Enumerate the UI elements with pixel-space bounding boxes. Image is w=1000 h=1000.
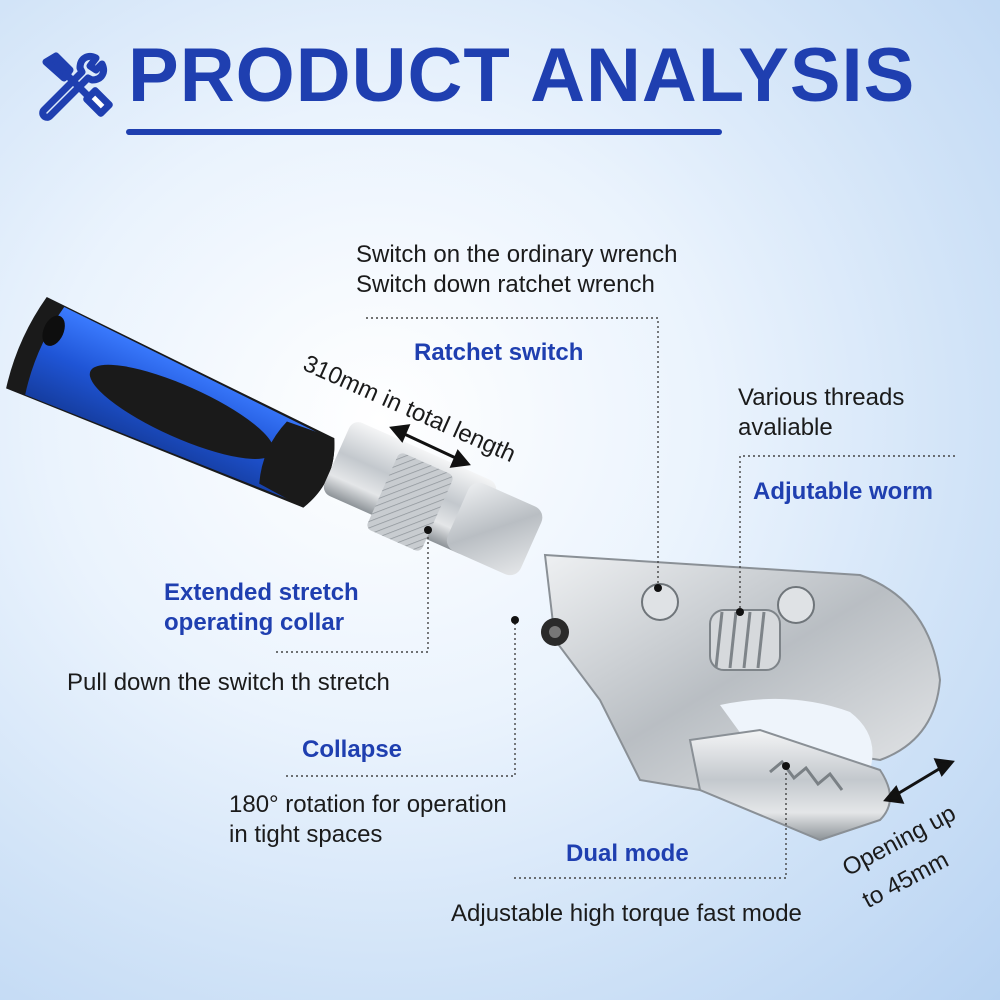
collar-label-1: Extended stretch	[164, 579, 359, 606]
adjustable-worm-gear	[709, 609, 781, 671]
collar-desc: Pull down the switch th stretch	[67, 669, 390, 696]
collapse-label: Collapse	[302, 736, 403, 763]
length-arrow	[389, 424, 471, 468]
title-underline	[126, 129, 722, 135]
opening-arrow	[883, 758, 955, 804]
dual-mode-label: Dual mode	[566, 840, 689, 867]
page-title: PRODUCT ANALYSIS	[128, 33, 916, 118]
collar-label-2: operating collar	[164, 609, 345, 636]
adjustable-worm-desc-2: avaliable	[738, 414, 833, 441]
ratchet-switch-label: Ratchet switch	[414, 339, 584, 366]
collapse-desc-2: in tight spaces	[229, 821, 383, 848]
ratchet-switch-desc-1: Switch on the ordinary wrench	[356, 241, 678, 268]
callout-leaders	[276, 317, 955, 879]
collapse-desc-1: 180° rotation for operation	[229, 791, 507, 818]
adjustable-worm-desc-1: Various threads	[738, 384, 905, 411]
ratchet-switch-desc-2: Switch down ratchet wrench	[356, 271, 655, 298]
dual-mode-desc: Adjustable high torque fast mode	[451, 900, 802, 927]
wrench-head	[541, 553, 942, 842]
wrench-shaft	[323, 422, 543, 576]
adjustable-worm-label: Adjutable worm	[753, 478, 934, 505]
wrench-handle	[6, 297, 335, 508]
